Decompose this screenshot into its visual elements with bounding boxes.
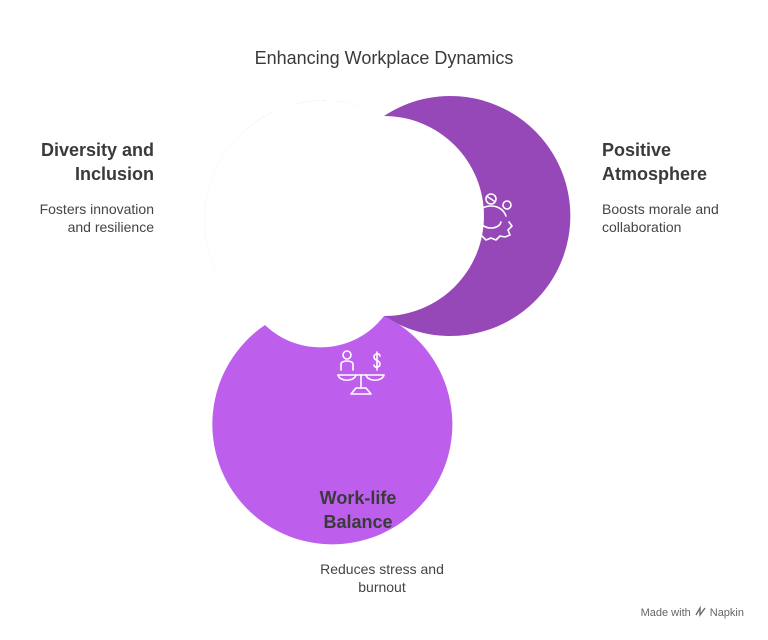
diversity-inclusion-desc: Fosters innovation and resilience	[39, 201, 154, 235]
team-gear-icon	[469, 193, 513, 241]
napkin-brand-text: Napkin	[709, 607, 744, 619]
positive-atmosphere-arc[interactable]	[384, 96, 571, 336]
work-life-balance-arc[interactable]	[212, 316, 453, 545]
napkin-logo-icon	[695, 605, 706, 620]
people-group-icon	[280, 147, 322, 192]
work-life-balance-desc: Reduces stress and burnout	[320, 561, 444, 595]
diversity-inclusion-arc[interactable]	[204, 100, 384, 325]
positive-atmosphere-title: Positive Atmosphere	[602, 140, 708, 184]
made-with-text: Made with	[640, 607, 691, 619]
made-with-napkin-footer[interactable]: Made with Napkin	[640, 605, 744, 620]
diversity-inclusion-title: Diversity and Inclusion	[40, 140, 154, 184]
balance-scale-icon	[337, 350, 385, 395]
positive-atmosphere-label: Positive Atmosphere Boosts morale and co…	[602, 138, 762, 236]
positive-atmosphere-desc: Boosts morale and collaboration	[602, 201, 719, 235]
diagram-title: Enhancing Workplace Dynamics	[254, 48, 514, 68]
diversity-inclusion-label: Diversity and Inclusion Fosters innovati…	[0, 138, 154, 236]
work-life-balance-title: Work-life Balance	[319, 488, 397, 532]
